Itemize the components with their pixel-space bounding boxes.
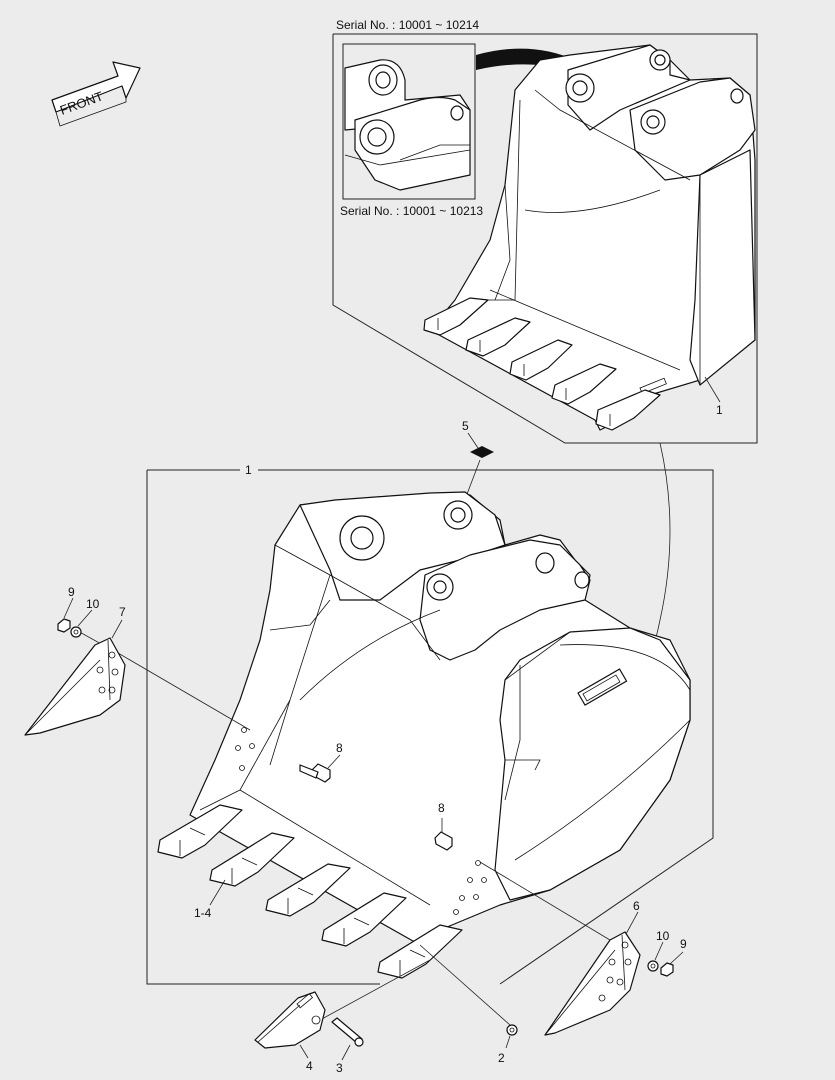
callout-3: 3 <box>336 1061 343 1075</box>
main-box: 1 <box>146 463 714 985</box>
inset-box: Serial No. : 10001 ~ 10214 Serial No. : … <box>332 18 758 444</box>
callout-1-4: 1-4 <box>194 906 212 920</box>
callout-10-left: 10 <box>86 597 100 611</box>
callout-9-left: 9 <box>68 585 75 599</box>
inset-teeth <box>423 297 661 431</box>
bucket-illustration <box>423 44 756 431</box>
side-cutter-illustration <box>24 637 126 736</box>
washer-illustration <box>70 626 82 638</box>
nut-illustration <box>57 618 71 633</box>
washer-right-illustration <box>647 960 659 972</box>
inset-serial-label: Serial No. : 10001 ~ 10214 <box>336 18 479 32</box>
callout-1-inset: 1 <box>716 403 723 417</box>
callout-9-right: 9 <box>680 937 687 951</box>
front-arrow-icon: FRONT <box>51 61 141 127</box>
callout-8-lower: 8 <box>438 801 445 815</box>
side-cutter-right-illustration <box>544 931 641 1036</box>
loose-tooth-illustration <box>254 991 326 1049</box>
tooth-illustration <box>157 804 463 979</box>
callout-8-upper: 8 <box>336 741 343 755</box>
callout-4: 4 <box>306 1059 313 1073</box>
callout-6: 6 <box>633 899 640 913</box>
callout-5: 5 <box>462 419 469 433</box>
main-bucket-illustration <box>157 491 691 979</box>
callout-2: 2 <box>498 1051 505 1065</box>
callout-10-right: 10 <box>656 929 670 943</box>
lock-washer-illustration <box>506 1024 518 1036</box>
pin-illustration <box>331 1017 364 1047</box>
callout-7: 7 <box>119 605 126 619</box>
bucket-bolt-holes <box>235 727 487 915</box>
bolt-illustration <box>299 763 453 851</box>
detail-hinge-illustration <box>344 59 471 191</box>
nut-right-illustration <box>660 962 674 977</box>
main-box-label: 1 <box>245 463 252 477</box>
detail-serial-label: Serial No. : 10001 ~ 10213 <box>340 204 483 218</box>
decal-illustration <box>470 446 494 458</box>
